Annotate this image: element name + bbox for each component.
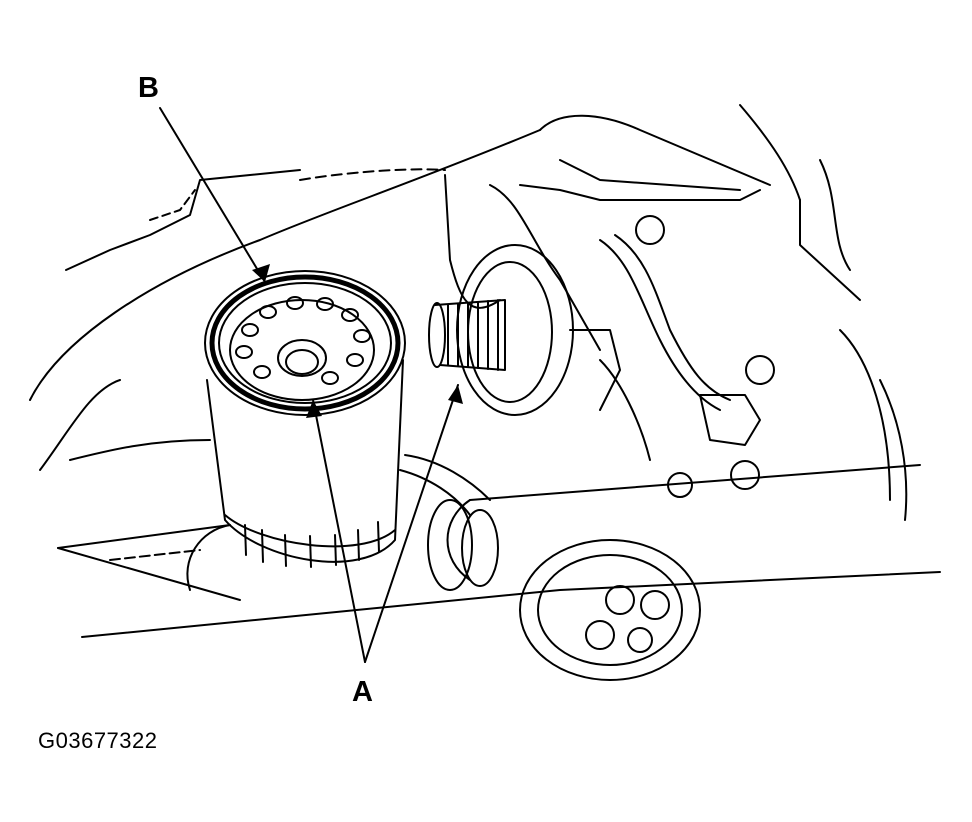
filter-inlet-holes [235,296,371,385]
callout-arrowheads [252,264,463,418]
threaded-stud [428,244,574,416]
engine-components-right [444,159,908,521]
axle-boot [186,454,499,591]
callout-label-b: B [138,72,159,104]
callout-label-a: A [352,676,373,708]
subframe-bars [57,464,941,638]
engine-block-outline [29,104,861,471]
oil-filter [204,270,406,568]
crank-pulley [519,539,701,681]
figure-id: G03677322 [38,728,158,753]
callout-leaders [159,107,459,663]
filter-grip-ribs [244,521,380,568]
